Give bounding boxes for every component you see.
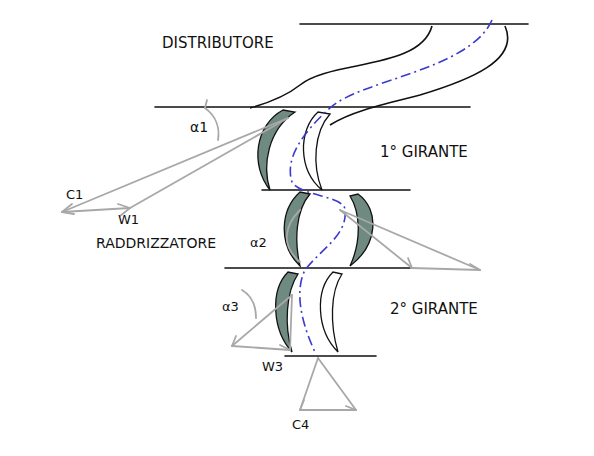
part-label: RADDRIZZATORE bbox=[96, 236, 216, 250]
vector-label: W3 bbox=[262, 360, 283, 373]
part-label: DISTRIBUTORE bbox=[162, 36, 274, 51]
part-label: 1° GIRANTE bbox=[380, 145, 468, 160]
vector-label: C1 bbox=[66, 188, 83, 201]
blades bbox=[258, 110, 373, 352]
vector-label: C4 bbox=[292, 418, 309, 431]
stage-boundaries bbox=[155, 24, 528, 356]
part-label: 2° GIRANTE bbox=[390, 302, 478, 317]
angle-label: α3 bbox=[222, 300, 239, 313]
distributor-channel bbox=[250, 26, 508, 125]
flow-path bbox=[290, 20, 492, 352]
velocity-triangles bbox=[62, 100, 480, 410]
angle-label: α1 bbox=[190, 120, 208, 134]
angle-label: α2 bbox=[250, 236, 267, 249]
vector-label: W1 bbox=[118, 213, 139, 226]
